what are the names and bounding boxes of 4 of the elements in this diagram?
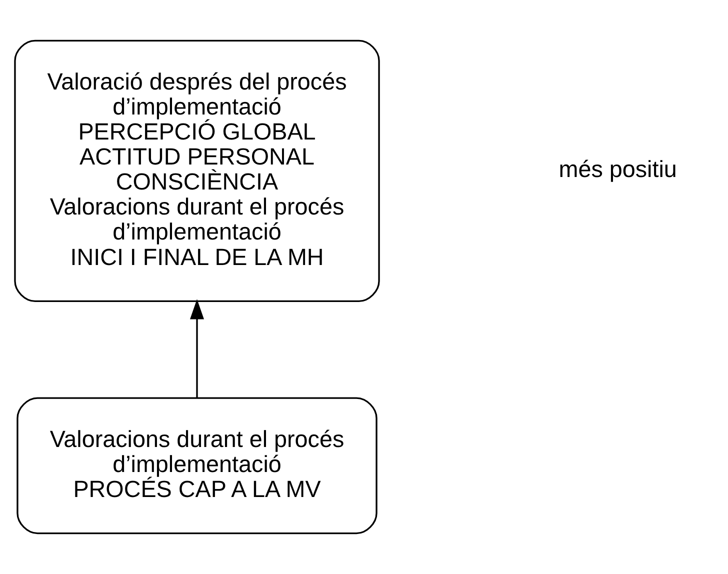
node-box: Valoració després del procés d’implementació PERCEPCIÓ GLOBAL ACTITUD PERSONAL CONSCIÈNCIA Valoracions durant el procés d’implementació INICI I FINAL DE LA MH xyxy=(14,40,380,302)
arrow xyxy=(190,299,204,398)
node-box: Valoracions durant el procés d’implementació PROCÉS CAP A LA MV xyxy=(16,397,378,534)
label: més positiu xyxy=(558,156,677,182)
